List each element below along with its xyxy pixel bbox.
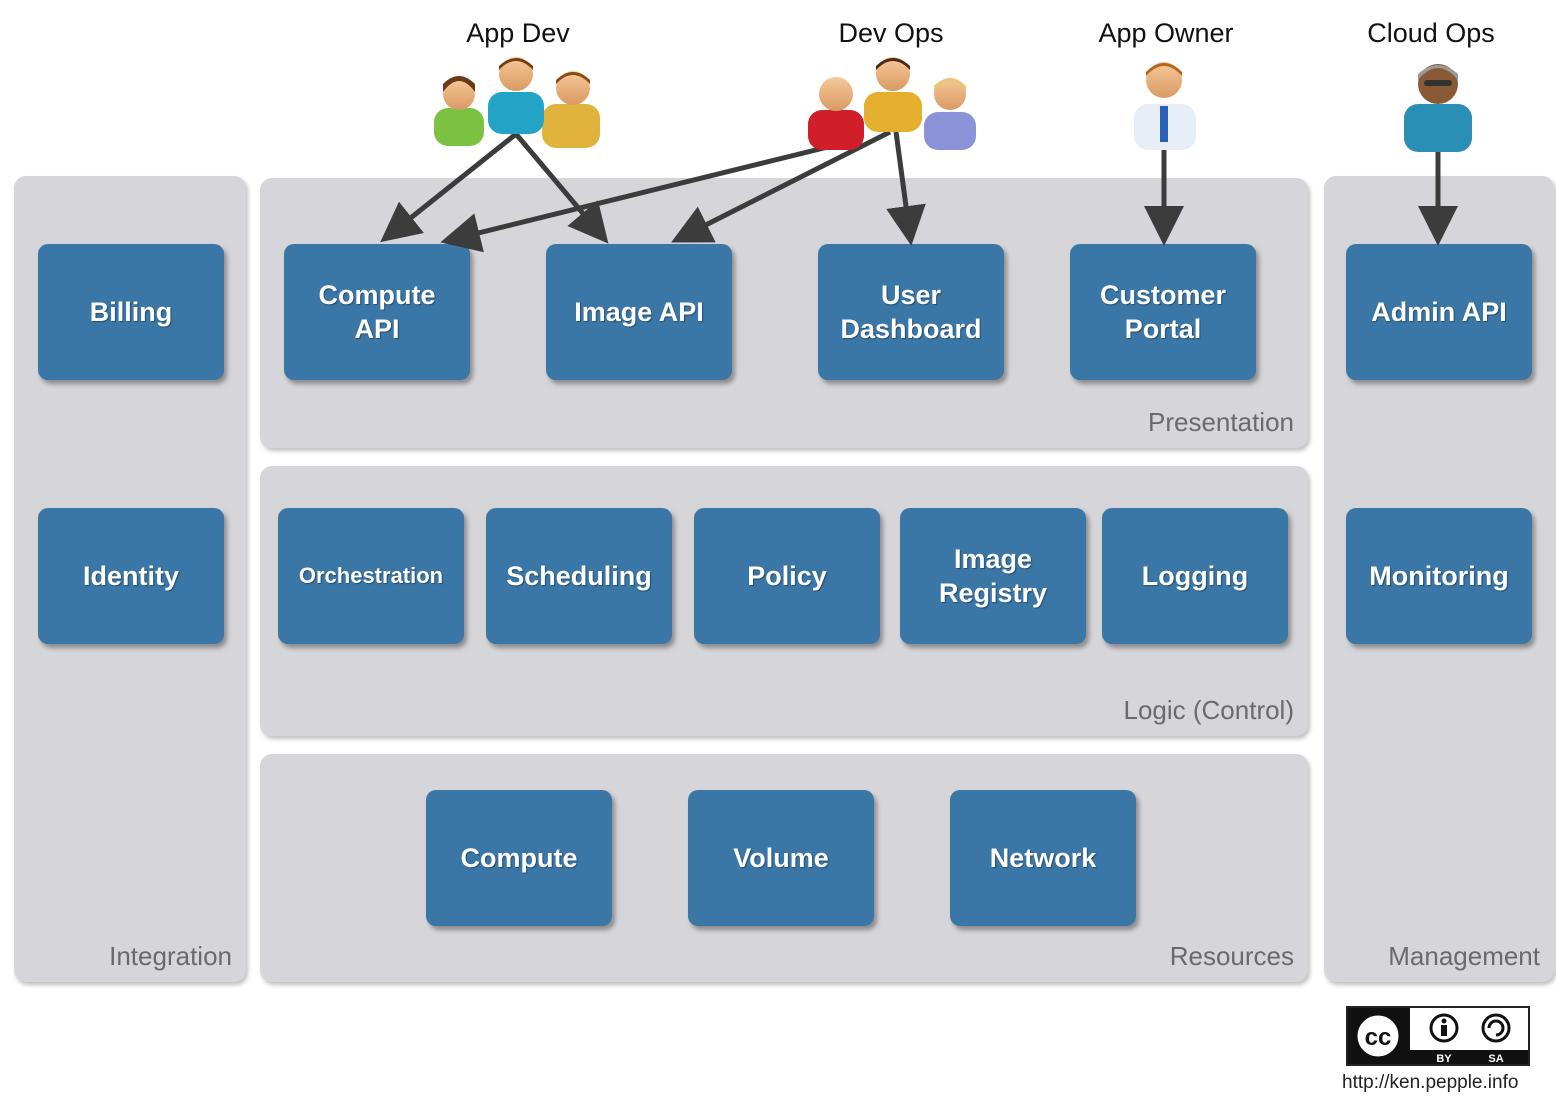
integration-label: Integration (109, 941, 232, 971)
policy-box: Policy (694, 508, 880, 644)
arrow-devops-image-api (671, 129, 892, 243)
logging-box: Logging (1102, 508, 1288, 644)
customer-portal-box: Customer Portal (1070, 244, 1256, 380)
resources-label: Resources (1169, 941, 1294, 971)
cc-logo-icon (1354, 1012, 1402, 1060)
arrow-devops-compute-api (440, 143, 833, 253)
arrow-appdev-image-api (514, 132, 609, 244)
source-url: http://ken.pepple.info (1342, 1072, 1519, 1093)
person-icon (864, 57, 922, 132)
arrows (380, 129, 1458, 253)
person-icon (924, 78, 976, 150)
admin-api-box: Admin API (1346, 244, 1532, 380)
network-box: Network (950, 790, 1136, 926)
compute-api-box: Compute API (284, 244, 470, 380)
image-api-box: Image API (546, 244, 732, 380)
monitoring-box: Monitoring (1346, 508, 1532, 644)
share-alike-icon (1481, 1013, 1511, 1043)
management-label: Management (1388, 941, 1540, 971)
logic-label: Logic (Control) (1123, 695, 1294, 725)
person-icon (434, 76, 484, 146)
person-icon (808, 77, 864, 150)
identity-box: Identity (38, 508, 224, 644)
cc-license-badge: cc BY SA (1346, 1006, 1530, 1066)
arrow-devops-user-dashboard (886, 131, 926, 246)
arrow-appdev-compute-api (380, 132, 518, 243)
cloud-ops-person-icon (1404, 64, 1472, 152)
cc-logo-text: cc (1365, 1024, 1392, 1051)
scheduling-box: Scheduling (486, 508, 672, 644)
role-label-cloud-ops: Cloud Ops (1367, 18, 1495, 48)
compute-box: Compute (426, 790, 612, 926)
presentation-label: Presentation (1148, 407, 1294, 437)
by-label: BY (1436, 1053, 1452, 1064)
app-owner-person-icon (1134, 62, 1196, 150)
cc-license-graphic: cc BY SA (1348, 1008, 1528, 1065)
volume-box: Volume (688, 790, 874, 926)
person-icon (542, 71, 600, 148)
user-dashboard-box: User Dashboard (818, 244, 1004, 380)
dev-ops-person-icons (808, 57, 976, 150)
role-label-app-owner: App Owner (1098, 18, 1234, 48)
sa-label: SA (1488, 1053, 1503, 1064)
role-label-app-dev: App Dev (466, 18, 570, 48)
app-dev-person-icons (434, 57, 600, 148)
billing-box: Billing (38, 244, 224, 380)
image-registry-box: Image Registry (900, 508, 1086, 644)
orchestration-box: Orchestration (278, 508, 464, 644)
role-label-dev-ops: Dev Ops (838, 18, 944, 48)
person-icon (488, 57, 544, 134)
